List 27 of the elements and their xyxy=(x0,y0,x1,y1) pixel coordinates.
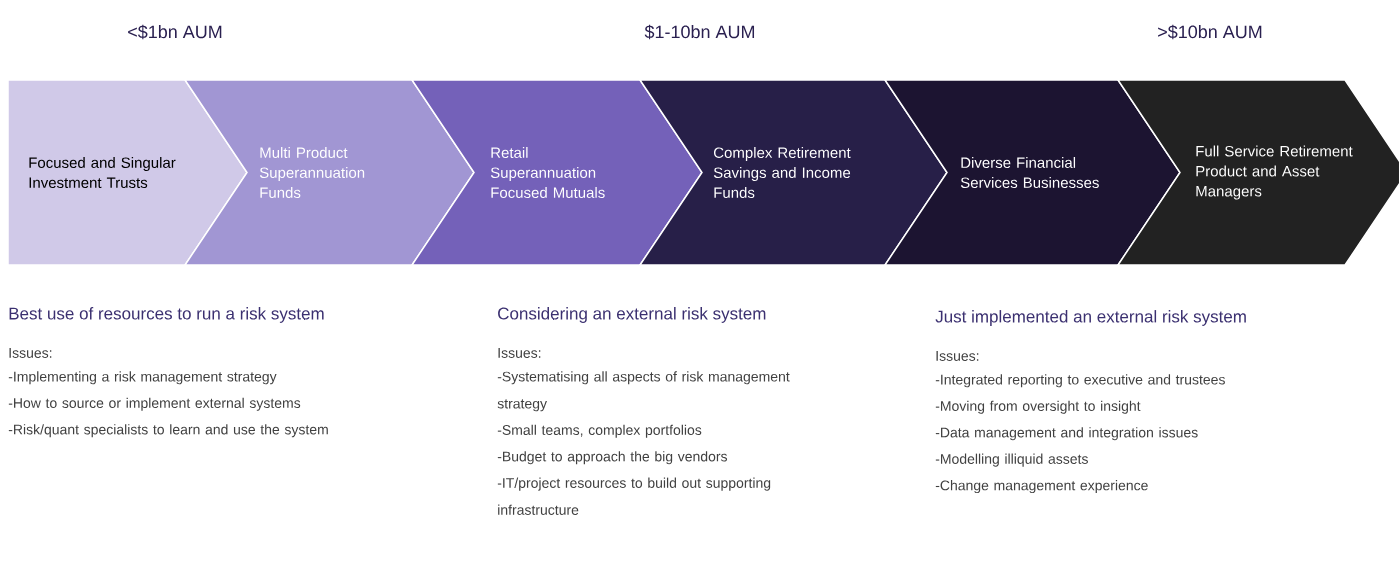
issue-item: -Moving from oversight to insight xyxy=(935,400,1141,414)
issue-item: -Change management experience xyxy=(935,480,1148,494)
process-step: Diverse Financial Services Businesses xyxy=(883,79,1181,266)
issue-item: -Systematising all aspects of risk management strategy xyxy=(497,371,790,412)
issues-heading: Issues: xyxy=(9,348,52,358)
process-step: Focused and Singular Investment Trusts xyxy=(7,79,248,266)
process-step: Retail Superannuation Focused Mutuals xyxy=(410,79,703,266)
issue-item: -Budget to approach the big vendors xyxy=(497,451,728,465)
issue-item: -IT/project resources to build out supporting infrastructure xyxy=(497,477,771,515)
issue-item: -Modelling illiquid assets xyxy=(935,453,1088,467)
column-heading: Considering an external risk system xyxy=(498,307,766,323)
issue-item: -Implementing a risk management strategy xyxy=(8,371,277,385)
range-label: $1-10bn AUM xyxy=(644,24,755,40)
range-label: >$10bn AUM xyxy=(1158,24,1262,40)
range-label: <$1bn AUM xyxy=(128,24,222,40)
issues-heading: Issues: xyxy=(498,348,541,358)
issue-item: -Integrated reporting to executive and trustees xyxy=(935,374,1225,388)
process-step: Complex Retirement Savings and Income Funds xyxy=(638,79,948,266)
column-heading: Just implemented an external risk system xyxy=(935,310,1246,326)
process-step: Multi Product Superannuation Funds xyxy=(183,79,475,266)
issue-item: -How to source or implement external systems xyxy=(8,397,301,411)
issue-item: -Small teams, complex portfolios xyxy=(497,424,702,438)
issues-heading: Issues: xyxy=(936,351,979,361)
column-heading: Best use of resources to run a risk system xyxy=(9,307,324,323)
issue-item: -Data management and integration issues xyxy=(935,427,1198,441)
issue-item: -Risk/quant specialists to learn and use the system xyxy=(8,424,328,438)
process-step: Full Service Retirement Product and Asset Managers xyxy=(1116,79,1399,266)
